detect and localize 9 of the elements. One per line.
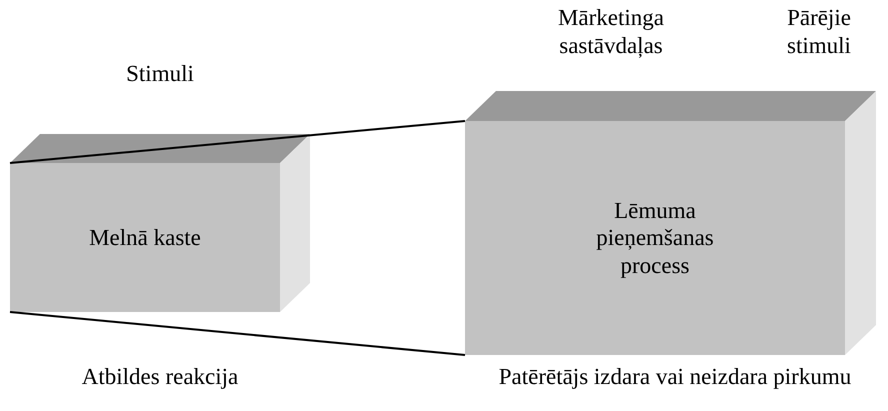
stimulus-label: Stimuli xyxy=(126,60,194,88)
box-label: Lēmuma pieņemšanas process xyxy=(595,196,715,280)
stimulus-label: Patērētājs izdara vai neizdara pirkumu xyxy=(498,363,852,391)
stimulus-label: Mārketinga sastāvdaļas xyxy=(556,4,665,60)
stimulus-label: Atbildes reakcija xyxy=(82,363,238,391)
connector-line xyxy=(10,311,466,356)
stimulus-label: Pārējie stimuli xyxy=(786,4,852,60)
connector-line xyxy=(10,120,466,164)
box-label: Melnā kaste xyxy=(89,224,201,252)
